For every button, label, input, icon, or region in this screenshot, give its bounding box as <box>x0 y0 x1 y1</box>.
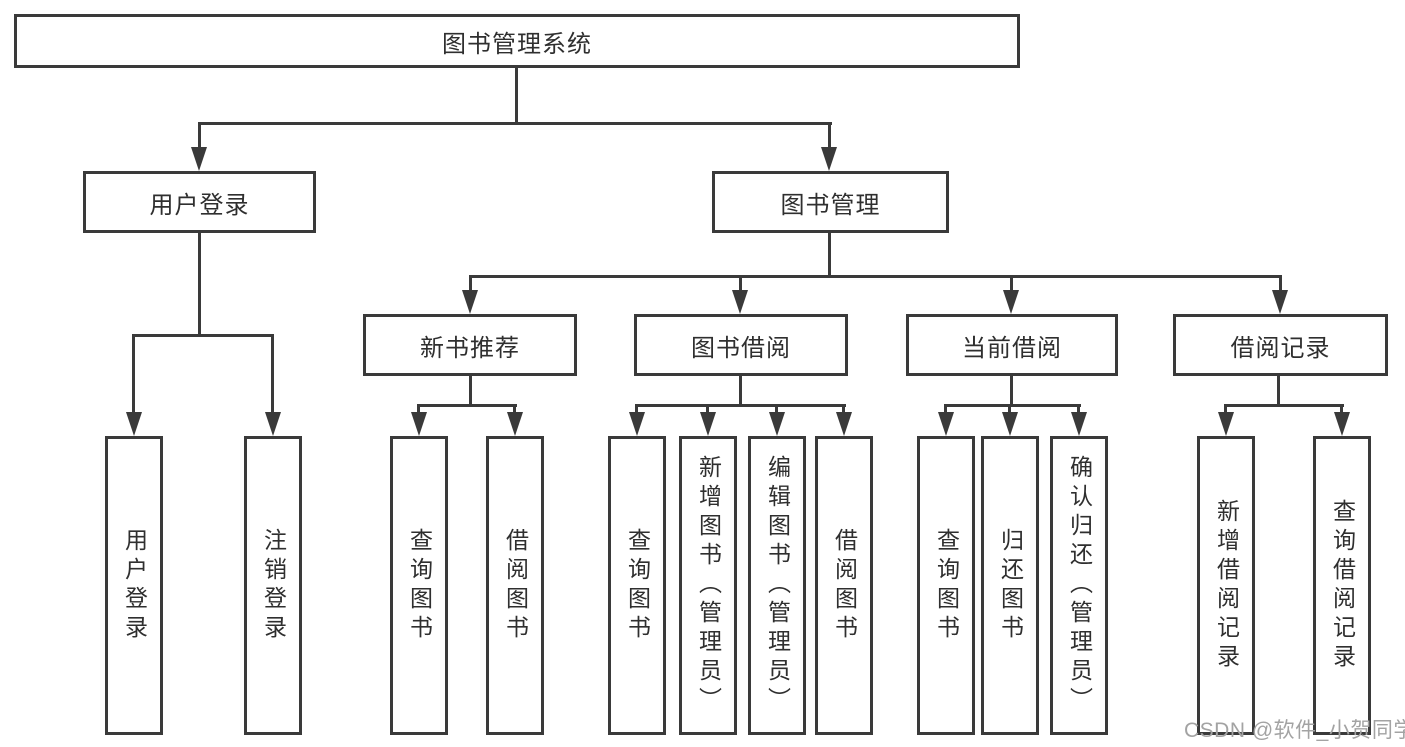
connector <box>417 404 420 414</box>
leaf-newbook-query-books-label: 查询图书 <box>406 527 433 644</box>
arrow-down-icon <box>265 412 281 436</box>
connector <box>1010 376 1013 406</box>
connector <box>828 122 831 150</box>
leaf-query-borrow-record-label: 查询借阅记录 <box>1329 498 1356 673</box>
connector <box>271 334 274 414</box>
node-root: 图书管理系统 <box>14 14 1020 68</box>
node-borrow-record: 借阅记录 <box>1173 314 1388 376</box>
connector <box>775 404 778 414</box>
connector <box>1277 376 1280 406</box>
connector <box>739 275 742 293</box>
arrow-down-icon <box>700 412 716 436</box>
node-book-management-label: 图书管理 <box>780 191 881 219</box>
connector <box>944 404 1081 407</box>
connector <box>417 404 517 407</box>
leaf-logout: 注销登录 <box>244 436 302 735</box>
connector <box>635 404 638 414</box>
arrow-down-icon <box>732 290 748 314</box>
connector <box>944 404 947 414</box>
connector <box>132 334 135 414</box>
leaf-borrow-query-books-label: 查询图书 <box>624 527 651 644</box>
leaf-current-query-books: 查询图书 <box>917 436 975 735</box>
arrow-down-icon <box>836 412 852 436</box>
arrow-down-icon <box>821 147 837 171</box>
connector <box>1008 404 1011 414</box>
node-user-login: 用户登录 <box>83 171 316 233</box>
arrow-down-icon <box>191 147 207 171</box>
node-new-book-recommend-label: 新书推荐 <box>420 334 520 362</box>
arrow-down-icon <box>629 412 645 436</box>
arrow-down-icon <box>938 412 954 436</box>
node-book-management: 图书管理 <box>712 171 949 233</box>
leaf-return-books-label: 归还图书 <box>997 527 1024 644</box>
connector <box>828 233 831 277</box>
leaf-borrow-query-books: 查询图书 <box>608 436 666 735</box>
connector <box>1224 404 1344 407</box>
leaf-newbook-borrow-books-label: 借阅图书 <box>502 527 529 644</box>
arrow-down-icon <box>411 412 427 436</box>
connector <box>513 404 516 414</box>
leaf-add-borrow-record-label: 新增借阅记录 <box>1213 498 1240 673</box>
connector <box>842 404 845 414</box>
arrow-down-icon <box>769 412 785 436</box>
node-current-borrow-label: 当前借阅 <box>962 334 1062 362</box>
leaf-edit-book-admin-label: 编辑图书（管理员） <box>764 455 791 716</box>
node-book-borrow: 图书借阅 <box>634 314 848 376</box>
leaf-newbook-borrow-books: 借阅图书 <box>486 436 544 735</box>
connector <box>469 376 472 406</box>
leaf-query-borrow-record: 查询借阅记录 <box>1313 436 1371 735</box>
connector <box>1279 275 1282 293</box>
node-book-borrow-label: 图书借阅 <box>691 334 791 362</box>
connector <box>1077 404 1080 414</box>
connector <box>706 404 709 414</box>
node-user-login-label: 用户登录 <box>149 191 250 219</box>
leaf-add-borrow-record: 新增借阅记录 <box>1197 436 1255 735</box>
leaf-user-login-label: 用户登录 <box>121 527 148 644</box>
connector <box>1010 275 1013 293</box>
leaf-borrow-borrow-books-label: 借阅图书 <box>831 527 858 644</box>
leaf-confirm-return-admin-label: 确认归还（管理员） <box>1066 455 1093 716</box>
node-current-borrow: 当前借阅 <box>906 314 1118 376</box>
arrow-down-icon <box>1272 290 1288 314</box>
leaf-return-books: 归还图书 <box>981 436 1039 735</box>
arrow-down-icon <box>507 412 523 436</box>
node-new-book-recommend: 新书推荐 <box>363 314 577 376</box>
watermark: CSDN @软件_小贺同学 <box>1184 719 1405 742</box>
connector <box>515 68 518 125</box>
arrow-down-icon <box>1002 412 1018 436</box>
leaf-newbook-query-books: 查询图书 <box>390 436 448 735</box>
connector <box>635 404 846 407</box>
arrow-down-icon <box>1218 412 1234 436</box>
connector <box>198 233 201 334</box>
connector <box>198 122 201 150</box>
arrow-down-icon <box>462 290 478 314</box>
connector <box>198 122 832 125</box>
leaf-logout-label: 注销登录 <box>260 527 287 644</box>
leaf-confirm-return-admin: 确认归还（管理员） <box>1050 436 1108 735</box>
node-borrow-record-label: 借阅记录 <box>1230 334 1331 362</box>
arrow-down-icon <box>1071 412 1087 436</box>
leaf-edit-book-admin: 编辑图书（管理员） <box>748 436 806 735</box>
connector <box>469 275 472 293</box>
arrow-down-icon <box>1334 412 1350 436</box>
arrow-down-icon <box>1003 290 1019 314</box>
node-root-label: 图书管理系统 <box>442 30 592 58</box>
leaf-current-query-books-label: 查询图书 <box>933 527 960 644</box>
connector <box>739 376 742 406</box>
leaf-add-book-admin-label: 新增图书（管理员） <box>695 455 722 716</box>
arrow-down-icon <box>126 412 142 436</box>
leaf-borrow-borrow-books: 借阅图书 <box>815 436 873 735</box>
connector <box>1224 404 1227 414</box>
leaf-user-login: 用户登录 <box>105 436 163 735</box>
connector <box>469 275 1282 278</box>
connector <box>1340 404 1343 414</box>
leaf-add-book-admin: 新增图书（管理员） <box>679 436 737 735</box>
connector <box>132 334 274 337</box>
